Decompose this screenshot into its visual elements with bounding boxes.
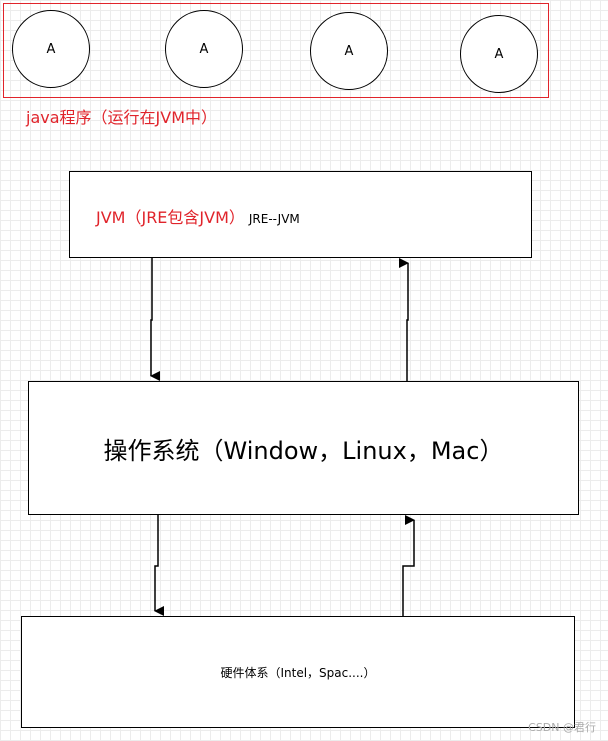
program-node-3[interactable]: A	[310, 12, 388, 90]
jvm-title: JVM（JRE包含JVM）	[96, 208, 245, 227]
watermark: CSDN @君行	[528, 721, 596, 734]
program-node-1[interactable]: A	[12, 10, 90, 88]
program-node-label: A	[199, 41, 209, 57]
os-box[interactable]: 操作系统（Window，Linux，Mac）	[28, 381, 579, 515]
arrow-os-to-hardware	[154, 515, 164, 616]
hardware-label: 硬件体系（Intel，Spac....）	[220, 665, 376, 680]
jvm-subtitle: JRE--JVM	[248, 212, 300, 226]
arrow-hardware-to-os	[402, 515, 415, 616]
jvm-box-label: JVM（JRE包含JVM）JRE--JVM	[96, 204, 300, 228]
program-node-label: A	[46, 41, 56, 57]
jvm-box[interactable]	[69, 171, 532, 258]
program-node-4[interactable]: A	[460, 15, 538, 93]
arrow-os-to-jvm	[399, 258, 409, 381]
java-program-group-frame	[3, 3, 549, 98]
java-program-label: java程序（运行在JVM中）	[26, 108, 217, 127]
hardware-box[interactable]: 硬件体系（Intel，Spac....）	[21, 616, 575, 728]
program-node-2[interactable]: A	[165, 10, 243, 88]
arrow-jvm-to-os	[150, 258, 160, 381]
program-node-label: A	[494, 46, 504, 62]
os-label: 操作系统（Window，Linux，Mac）	[103, 436, 504, 465]
program-node-label: A	[344, 43, 354, 59]
